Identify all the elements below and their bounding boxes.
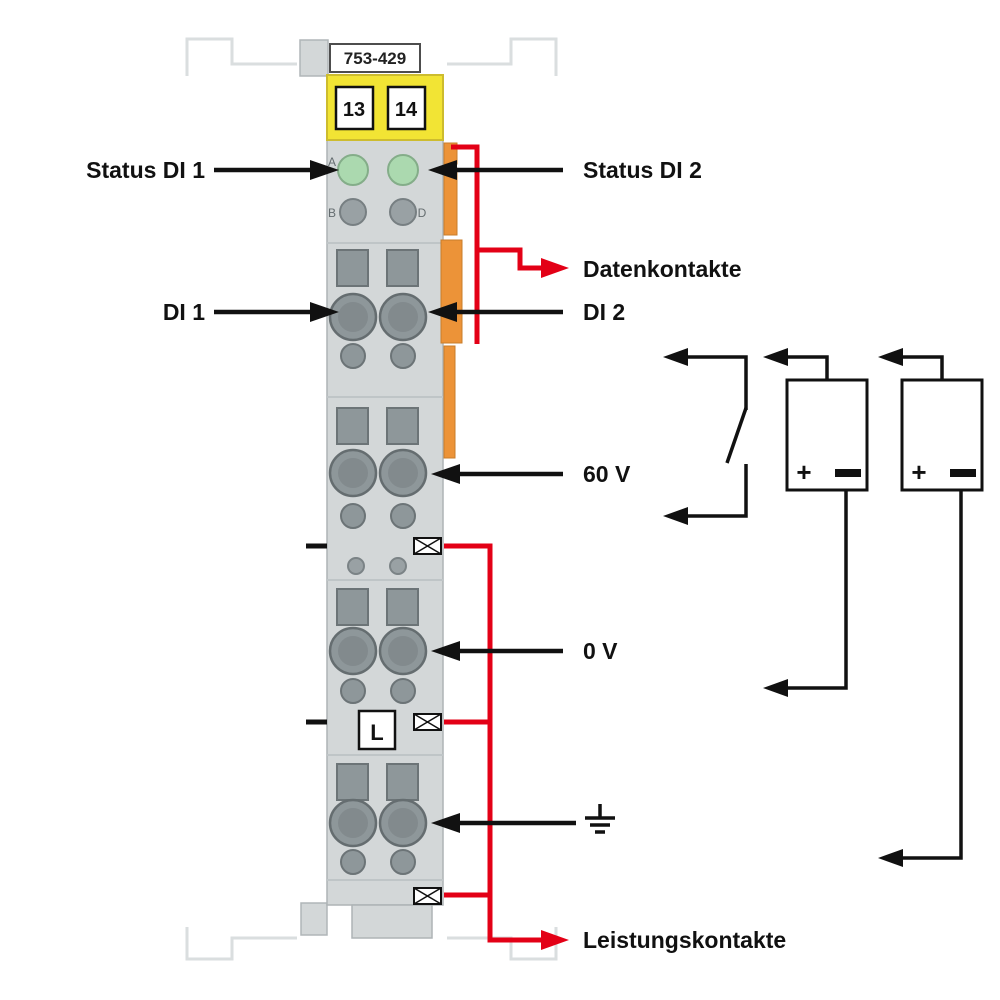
power-jumper-contact-3 [413, 887, 442, 905]
label-leistungskontakte: Leistungskontakte [583, 927, 786, 953]
battery2-body [900, 378, 984, 492]
switch-bottom-arrowhead [663, 507, 688, 525]
battery2-top-arrowhead [878, 348, 903, 366]
data-contacts-orange [440, 142, 463, 459]
battery1-body [785, 378, 869, 492]
external-circuit: + + [663, 348, 984, 867]
test-opening [390, 503, 416, 529]
bottom-release-tab [300, 902, 328, 936]
release-opening [336, 588, 369, 626]
release-opening [336, 249, 369, 287]
terminal-13-number: 13 [343, 99, 365, 121]
battery2-bottom-arrowhead [878, 849, 903, 867]
label-datenkontakte: Datenkontakte [583, 256, 741, 282]
part-number-plate [329, 43, 421, 73]
test-opening [390, 678, 416, 704]
release-opening [336, 763, 369, 801]
label-di2: DI 2 [583, 299, 625, 325]
release-opening [386, 407, 419, 445]
battery-1: + [763, 348, 869, 697]
battery1-plus: + [796, 457, 811, 487]
part-number-text: 753-429 [344, 49, 406, 68]
power-contact-trace [444, 543, 569, 950]
ground-arrowhead [431, 813, 460, 833]
small-opening [347, 557, 365, 575]
led-di1 [337, 154, 369, 186]
datenkontakte-arrowhead [541, 258, 569, 278]
terminal-group-60v [328, 407, 428, 575]
io-module: 753-429 13 14 A B D [299, 39, 463, 939]
battery1-top-arrowhead [763, 348, 788, 366]
small-opening [389, 557, 407, 575]
ground-symbol [585, 804, 615, 834]
led-letter-a: A [328, 155, 336, 169]
data-contact-trace [451, 144, 569, 344]
switch-blade [725, 407, 748, 464]
module-foot [351, 904, 433, 939]
l-marker-box [357, 709, 397, 751]
led-letter-d: D [418, 206, 427, 220]
status-di2-arrowhead [428, 160, 457, 180]
v0-arrowhead [431, 641, 460, 661]
label-status-di2: Status DI 2 [583, 157, 702, 183]
label-status-di1: Status DI 1 [86, 157, 205, 183]
label-di1: DI 1 [163, 299, 205, 325]
terminal-14-number: 14 [395, 99, 418, 121]
led-letter-b: B [328, 206, 336, 220]
power-jumper-contact-2 [413, 713, 442, 731]
test-opening [390, 849, 416, 875]
battery1-minus-bar [835, 469, 861, 477]
battery2-plus: + [911, 457, 926, 487]
v60-arrowhead [431, 464, 460, 484]
led-blank-left [339, 198, 367, 226]
test-opening [340, 849, 366, 875]
terminal-group-ground [328, 763, 428, 875]
battery-2: + [878, 348, 984, 867]
annotation-arrows [214, 160, 576, 833]
terminal-13-box [334, 85, 375, 131]
label-0v: 0 V [583, 638, 618, 664]
di1-arrowhead [310, 302, 339, 322]
test-opening [340, 678, 366, 704]
l-marker-text: L [370, 720, 383, 745]
terminal-group-di [328, 249, 428, 369]
leistungskontakte-arrowhead [541, 930, 569, 950]
release-opening [386, 588, 419, 626]
led-di2 [387, 154, 419, 186]
label-60v: 60 V [583, 461, 631, 487]
section-separators [327, 242, 443, 881]
release-opening [386, 249, 419, 287]
battery1-bottom-arrowhead [763, 679, 788, 697]
top-release-tab [299, 39, 329, 77]
switch-top-arrowhead [663, 348, 688, 366]
led-blank-right [389, 198, 417, 226]
test-opening [340, 343, 366, 369]
switch-symbol [688, 355, 748, 518]
battery2-minus-bar [950, 469, 976, 477]
release-opening [336, 407, 369, 445]
test-opening [390, 343, 416, 369]
test-opening [340, 503, 366, 529]
status-di1-arrowhead [310, 160, 339, 180]
power-jumper-contact-1 [413, 537, 442, 555]
di2-arrowhead [428, 302, 457, 322]
terminal-group-0v [328, 588, 428, 704]
terminal-14-box [386, 85, 427, 131]
release-opening [386, 763, 419, 801]
